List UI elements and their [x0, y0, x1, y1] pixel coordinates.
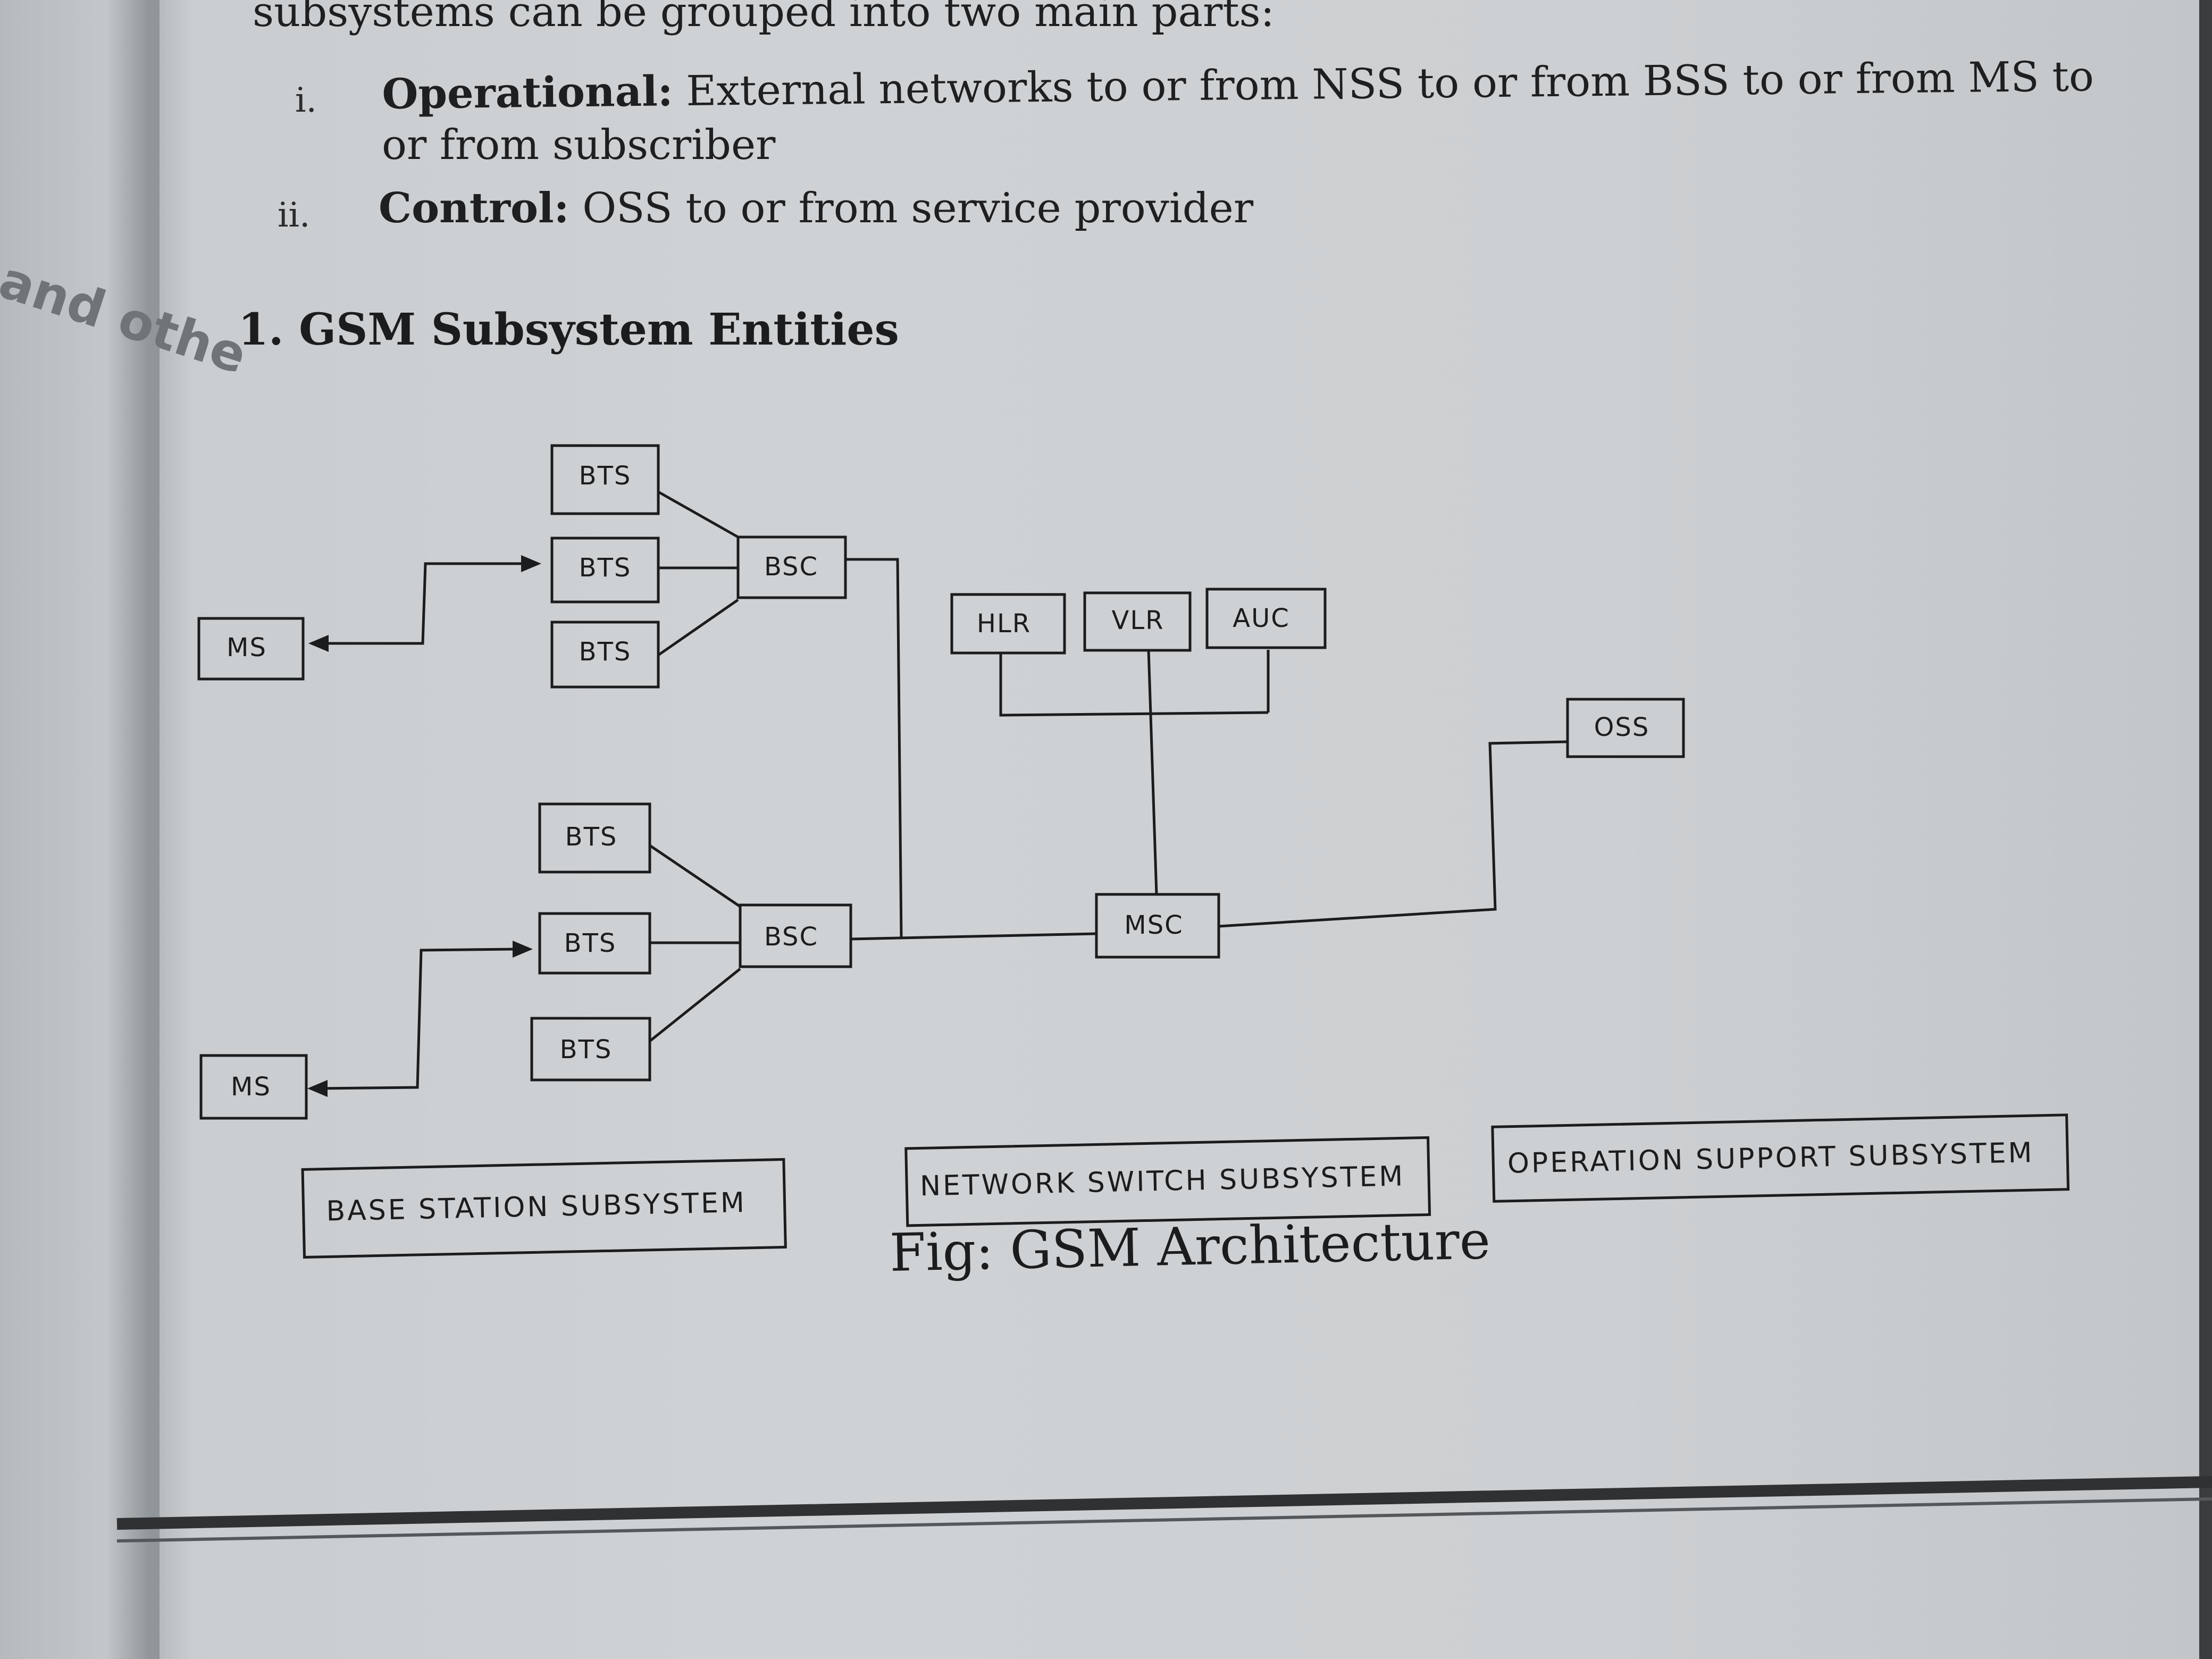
node-oss-label: OSS	[1594, 713, 1650, 742]
list-item-2-term: Control:	[379, 184, 569, 232]
node-ms-b-label: MS	[231, 1072, 271, 1102]
legend-bss: BASE STATION SUBSYSTEM	[301, 1158, 787, 1259]
node-auc: AUC	[1205, 588, 1327, 649]
node-bts-b2-label: BTS	[564, 928, 617, 958]
node-bts-a3: BTS	[550, 621, 660, 689]
node-bts-b1-label: BTS	[565, 822, 618, 852]
wire-ms-b-bts-b2	[319, 948, 515, 1090]
node-oss: OSS	[1566, 698, 1685, 758]
connections	[307, 490, 1568, 1097]
node-msc: MSC	[1095, 893, 1220, 959]
arrow-to-ms-b	[307, 1080, 328, 1097]
wire-ms-a-bts-a2	[319, 562, 524, 645]
node-bsc-a-label: BSC	[764, 552, 818, 582]
intro-line: subsystems can be grouped into two main …	[253, 0, 1275, 36]
node-bsc-b-label: BSC	[764, 922, 818, 952]
node-msc-label: MSC	[1124, 910, 1183, 940]
wire-bts-b3-bsc-b	[649, 968, 741, 1042]
arrow-to-bts-a2	[521, 555, 541, 572]
node-bts-a1-label: BTS	[579, 461, 632, 491]
node-vlr-label: VLR	[1112, 606, 1164, 635]
legend-bss-label: BASE STATION SUBSYSTEM	[326, 1187, 747, 1228]
page-border-right	[2199, 0, 2212, 1659]
list-marker-2: ii.	[278, 196, 311, 235]
node-bts-b1: BTS	[538, 802, 651, 874]
node-hlr-label: HLR	[977, 609, 1031, 639]
node-bts-a1: BTS	[550, 444, 660, 515]
node-bts-b2: BTS	[538, 912, 651, 975]
wire-bts-a1-bsc-a	[657, 490, 739, 539]
node-bts-a3-label: BTS	[579, 637, 632, 667]
legend-oss: OPERATION SUPPORT SUBSYSTEM	[1491, 1113, 2070, 1203]
node-bts-a2: BTS	[550, 537, 660, 604]
legend-nss: NETWORK SWITCH SUBSYSTEM	[904, 1136, 1431, 1227]
wire-vlr-msc	[1147, 649, 1158, 895]
list-item-2-text: OSS to or from service provider	[582, 185, 1254, 232]
list-marker-1: i.	[295, 81, 317, 120]
facing-page-edge	[0, 0, 160, 1659]
arrow-to-bts-b2	[513, 941, 533, 958]
list-item-2: Control: OSS to or from service provider	[379, 184, 1253, 232]
node-ms-a: MS	[197, 617, 305, 681]
node-ms-b: MS	[199, 1054, 308, 1120]
list-item-1-line2: or from subscriber	[382, 121, 776, 169]
legend-nss-label: NETWORK SWITCH SUBSYSTEM	[920, 1160, 1405, 1202]
node-bts-b3-label: BTS	[560, 1035, 613, 1065]
gutter-shadow	[106, 0, 191, 1659]
node-bts-b3: BTS	[530, 1017, 651, 1082]
wire-hlr-bus	[999, 653, 1269, 717]
node-bsc-a: BSC	[736, 535, 847, 599]
node-auc-label: AUC	[1233, 604, 1289, 633]
node-bsc-b: BSC	[739, 903, 852, 968]
wire-bts-b1-bsc-b	[649, 844, 741, 908]
wire-msc-oss	[1218, 740, 1568, 928]
node-ms-a-label: MS	[227, 633, 267, 663]
wire-bsc-b-msc	[850, 932, 1096, 941]
node-vlr: VLR	[1083, 591, 1192, 652]
node-bts-a2-label: BTS	[579, 553, 632, 583]
figure-caption: Fig: GSM Architecture	[889, 1210, 1491, 1284]
wire-bts-a3-bsc-a	[657, 598, 739, 657]
legend-oss-label: OPERATION SUPPORT SUBSYSTEM	[1507, 1137, 2034, 1180]
node-hlr: HLR	[950, 593, 1066, 655]
arrow-to-ms-a	[308, 635, 329, 652]
section-heading: 1. GSM Subsystem Entities	[238, 304, 899, 355]
wire-bsc-a-msc	[845, 558, 903, 939]
